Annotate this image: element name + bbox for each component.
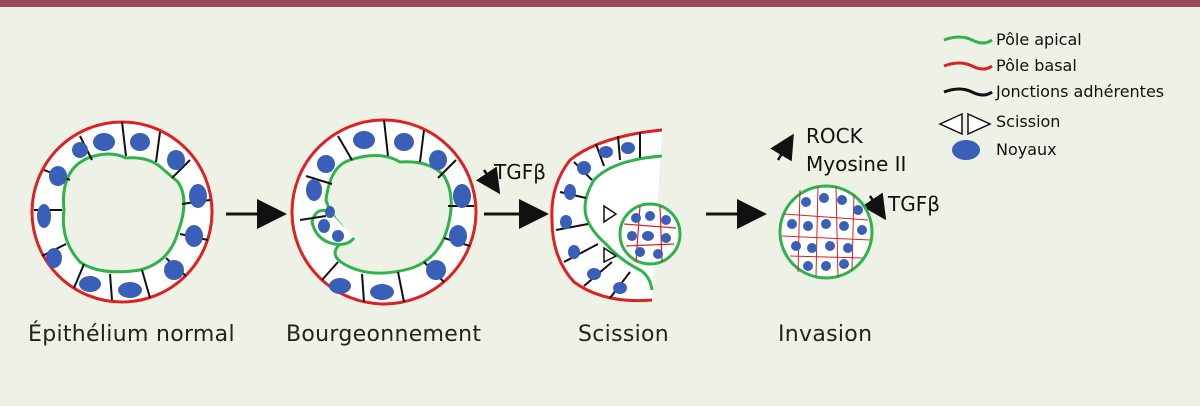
rock-arrow [770,133,794,162]
legend-label-junctions: Jonctions adhérentes [996,82,1165,101]
inner-apical [583,154,663,291]
lumen-apical [61,152,186,274]
factor-myosin: Myosine II [806,152,907,176]
factor-tgf-1: TGFβ [494,160,546,184]
black-line-icon [943,87,993,97]
nuclei [560,142,635,294]
nucleus-oval-icon [952,140,980,160]
green-line-icon [943,35,993,45]
scission-triangles [603,204,618,264]
budding-figure [290,118,478,306]
legend [938,35,993,160]
legend-label-apical: Pôle apical [996,30,1082,49]
stage-label-budding: Bourgeonnement [286,322,482,347]
red-line-icon [943,61,993,71]
invasion-junctions [781,185,871,279]
top-accent-bar [0,0,1200,7]
legend-label-scission: Scission [996,112,1061,131]
scission-triangles-icon [938,112,992,136]
cluster-nuclei [627,211,671,259]
invasion-figure [778,184,874,280]
scission-figure [550,128,682,303]
tgf-arrow-1 [475,166,501,195]
stage-label-scission: Scission [578,322,670,347]
lumen-apical [324,154,453,275]
factor-rock: ROCK [806,124,863,148]
stage-label-invasion: Invasion [778,322,873,347]
stage-label-normal: Épithélium normal [28,322,235,347]
legend-label-basal: Pôle basal [996,56,1077,75]
legend-label-nuclei: Noyaux [996,140,1057,159]
tgf-arrow-2 [861,192,887,221]
factor-tgf-2: TGFβ [888,192,940,216]
normal-epithelium-figure [30,120,214,304]
invasion-nuclei [787,193,867,271]
invasion-apical [778,184,874,280]
nuclei [37,133,207,298]
nuclei [306,131,471,300]
